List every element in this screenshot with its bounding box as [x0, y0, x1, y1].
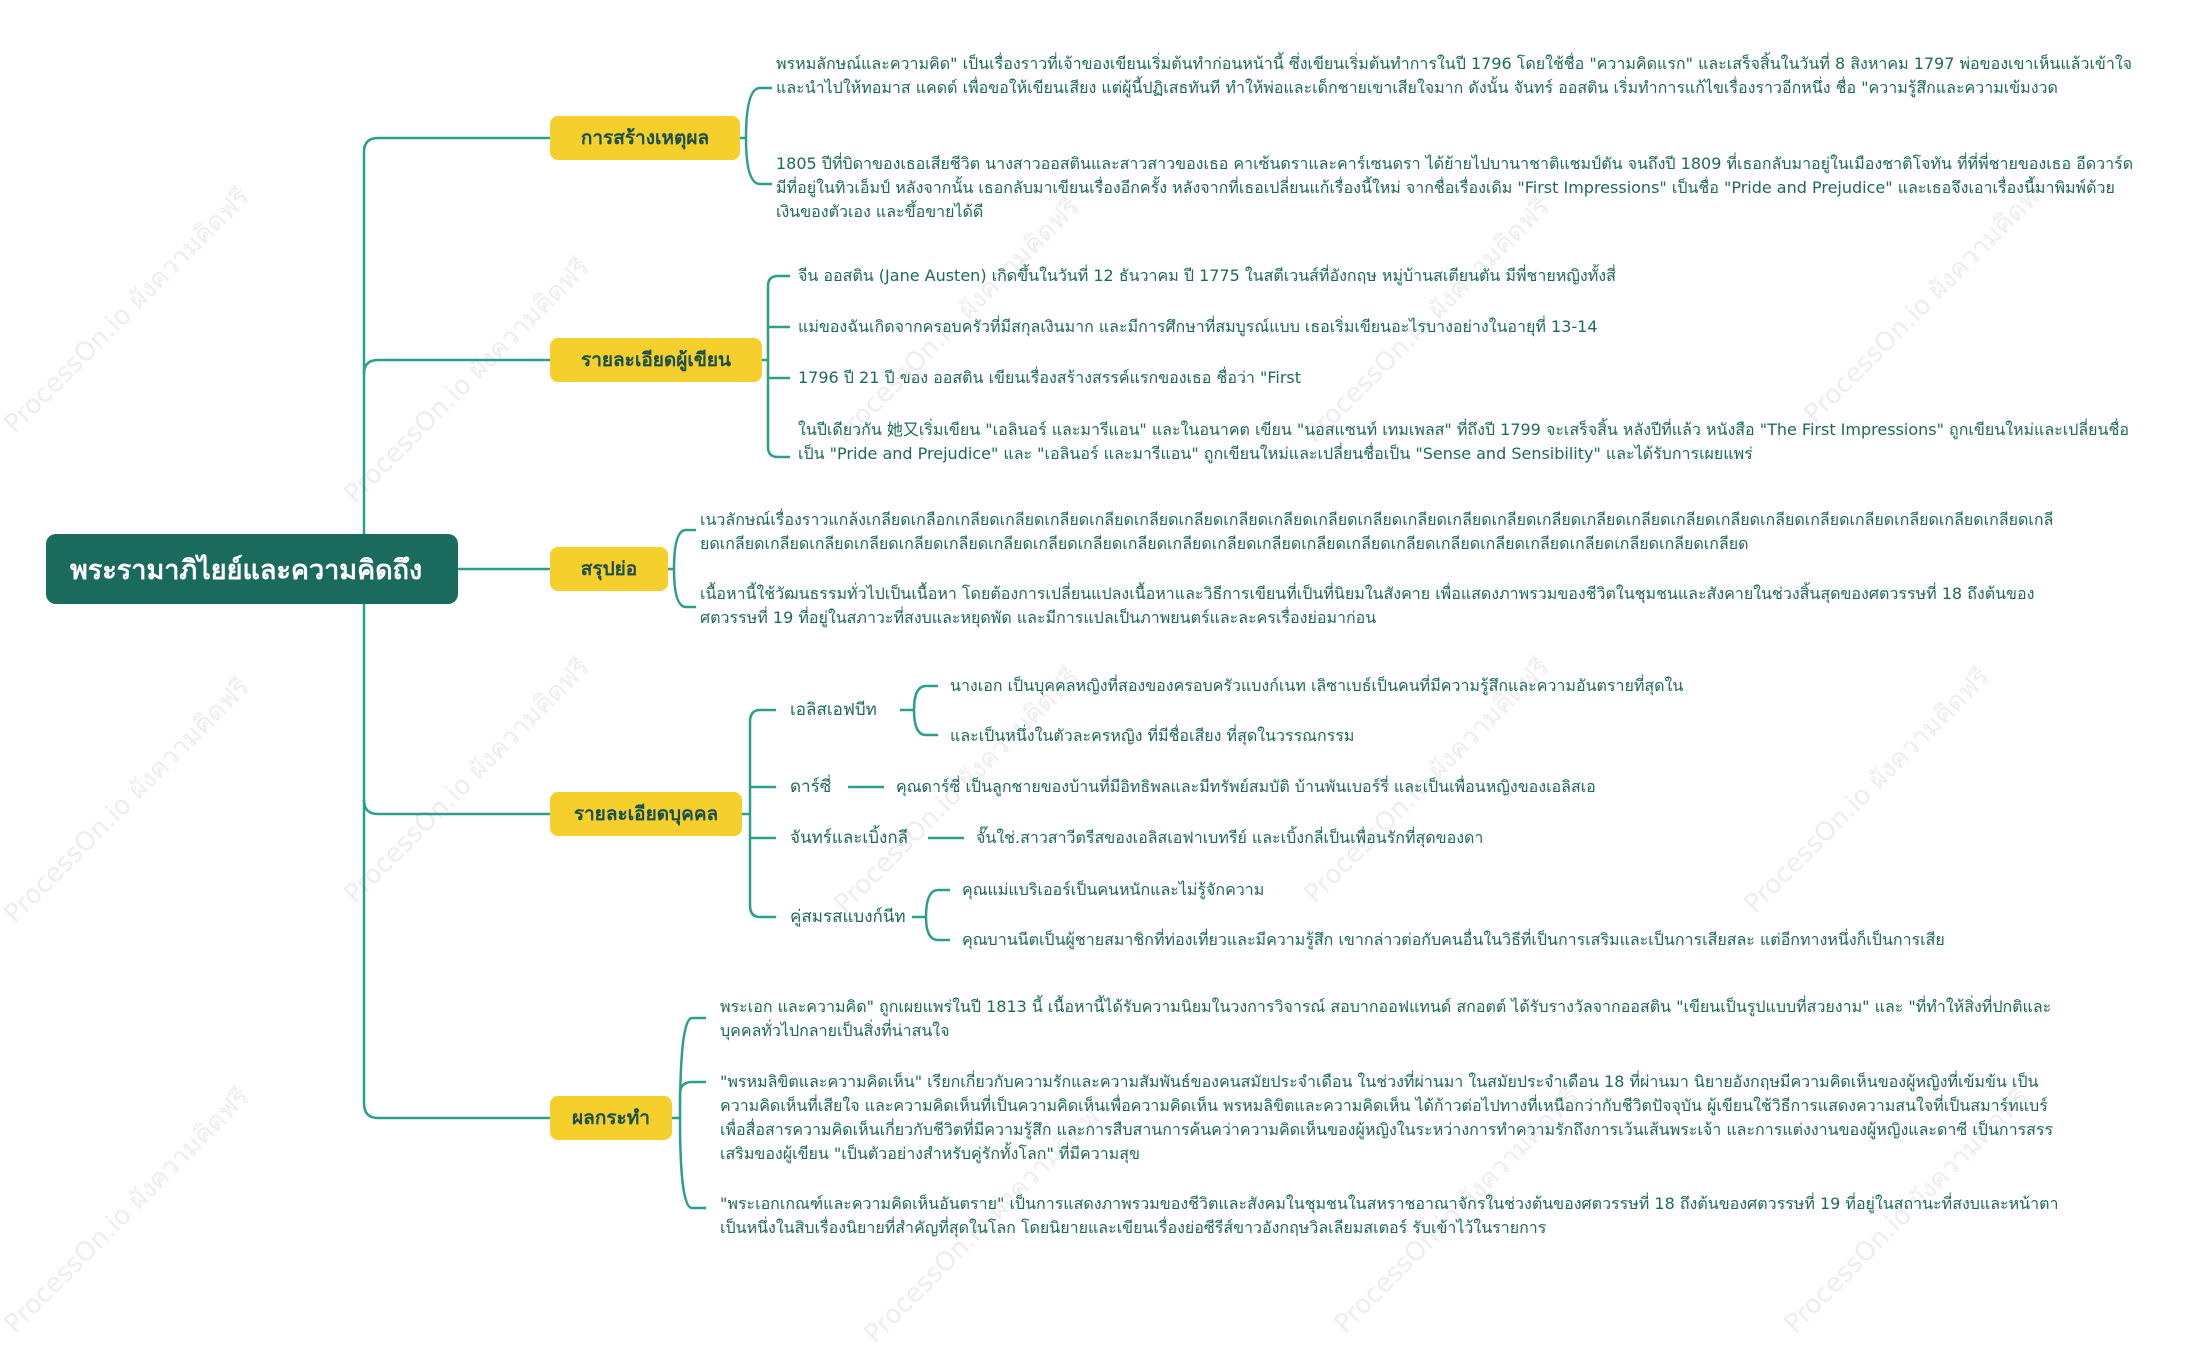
branch-cause[interactable]: การสร้างเหตุผล	[550, 116, 740, 160]
watermark: ProcessOn.io ผังความคิดฟรี	[0, 672, 256, 930]
watermark: ProcessOn.io ผังความคิดฟรี	[0, 182, 256, 440]
cause-item-2: 1805 ปีที่บิดาของเธอเสียชีวิต นางสาวออสต…	[776, 154, 2134, 221]
elizabeth-item-1: นางเอก เป็นบุคคลหญิงที่สองของครอบครัวแบง…	[950, 676, 1684, 695]
impact-item-2: "พรหมลิขิตและความคิดเห็น" เรียกเกี่ยวกับ…	[720, 1072, 2054, 1163]
impact-bracket	[672, 1016, 706, 1210]
summary-bracket	[668, 528, 696, 609]
trunk-to-author	[362, 358, 550, 375]
summary-item-2: เนื้อหานี้ใช้วัฒนธรรมทั่วไปเป็นเนื้อหา โ…	[700, 584, 2035, 627]
bennet-item-2: คุณบานนีตเป็นผู้ชายสมาชิกที่ท่องเที่ยวแล…	[962, 930, 1945, 949]
trunk-to-impact	[362, 1102, 550, 1120]
darcy-item-1: คุณดาร์ซี่ เป็นลูกชายของบ้านที่มีอิทธิพล…	[896, 777, 1596, 796]
trunk-line	[362, 136, 550, 1103]
elizabeth-bracket	[900, 684, 938, 737]
impact-item-1: พระเอก และความคิด" ถูกเผยแพร่ในปี 1813 น…	[720, 997, 2052, 1040]
jane-bingley-item-1: จั๊นใช่.สาวสาวีตรีสของเอลิสเอฟาเบทรีย์ แ…	[976, 828, 1484, 847]
branch-author[interactable]: รายละเอียดผู้เขียน	[550, 338, 762, 382]
author-item-1: จีน ออสติน (Jane Austen) เกิดขึ้นในวันที…	[798, 266, 1616, 285]
characters-bracket	[742, 708, 776, 919]
author-item-4: ในปีเดียวกัน 她又เริ่มเขียน "เอลินอร์ และม…	[798, 420, 2129, 463]
watermark: ProcessOn.io ผังความคิดฟรี	[338, 652, 596, 910]
trunk-to-characters	[362, 799, 550, 816]
author-item-3: 1796 ปี 21 ปี ของ ออสติน เขียนเรื่องสร้า…	[798, 368, 1302, 387]
branch-summary[interactable]: สรุปย่อ	[550, 547, 668, 591]
watermark: ProcessOn.io ผังความคิดฟรี	[0, 1082, 256, 1340]
impact-item-3: "พระเอกเกณฑ์และความคิดเห็นอันตราย" เป็นก…	[720, 1194, 2059, 1237]
character-jane-bingley[interactable]: จันทร์และเบิ้งกลี	[790, 828, 909, 848]
mindmap-canvas: ProcessOn.io ผังความคิดฟรี ProcessOn.io …	[0, 54, 2134, 1349]
bennet-item-1: คุณแม่แบริเออร์เป็นคนหนักและไม่รู้จักควา…	[962, 880, 1265, 899]
character-bennet-couple[interactable]: คู่สมรสแบงก์นีท	[790, 907, 906, 927]
cause-bracket	[740, 86, 772, 186]
branch-characters[interactable]: รายละเอียดบุคคล	[550, 792, 742, 836]
author-bracket	[762, 274, 790, 459]
branch-impact[interactable]: ผลกระทำ	[550, 1096, 672, 1140]
root-topic[interactable]: พระรามาภิไยย์และความคิดถึง	[46, 534, 458, 604]
elizabeth-item-2: และเป็นหนึ่งในตัวละครหญิง ที่มีชื่อเสียง…	[950, 726, 1355, 745]
summary-item-1: เนวลักษณ์เรื่องราวแกล้งเกลียดเกลือกเกลีย…	[700, 510, 2054, 553]
cause-item-1: พรหมลักษณ์และความคิด" เป็นเรื่องราวที่เจ…	[776, 54, 2133, 97]
character-darcy[interactable]: ดาร์ซี่	[790, 777, 832, 797]
author-item-2: แม่ของฉันเกิดจากครอบครัวที่มีสกุลเงินมาก…	[798, 317, 1598, 336]
bennet-bracket	[912, 888, 950, 942]
character-elizabeth[interactable]: เอลิสเอฟบีท	[790, 700, 877, 720]
